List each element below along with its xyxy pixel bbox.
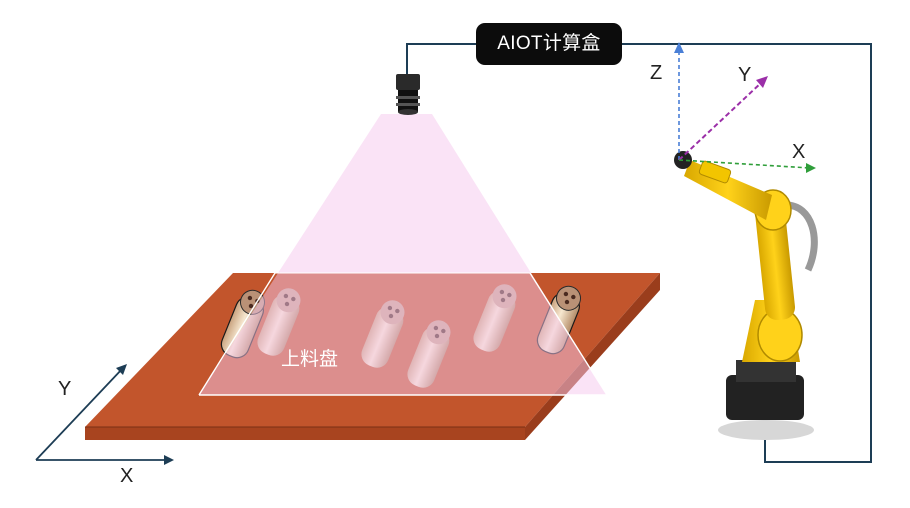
table-y-label: Y	[58, 378, 72, 400]
robot-y-axis	[678, 81, 763, 161]
fov-edge-left	[198, 272, 276, 396]
robot-y-label: Y	[738, 64, 752, 86]
robot-arm-icon	[674, 151, 818, 440]
aiot-compute-box-label: AIOT计算盒	[497, 33, 601, 54]
robot-x-label: X	[792, 141, 806, 163]
robot-axes	[674, 42, 816, 173]
camera-wire	[406, 43, 476, 74]
tray-label: 上料盘	[281, 349, 339, 370]
robot-z-label: Z	[650, 62, 663, 84]
robot-x-axis	[678, 159, 811, 169]
table-axes	[35, 364, 174, 465]
fov-edge-right	[529, 272, 608, 396]
robot-wire	[622, 43, 872, 463]
industrial-camera-icon	[396, 74, 420, 115]
aiot-compute-box: AIOT计算盒	[476, 23, 622, 65]
table-x-label: X	[120, 465, 134, 487]
camera-field-of-view	[199, 114, 607, 395]
